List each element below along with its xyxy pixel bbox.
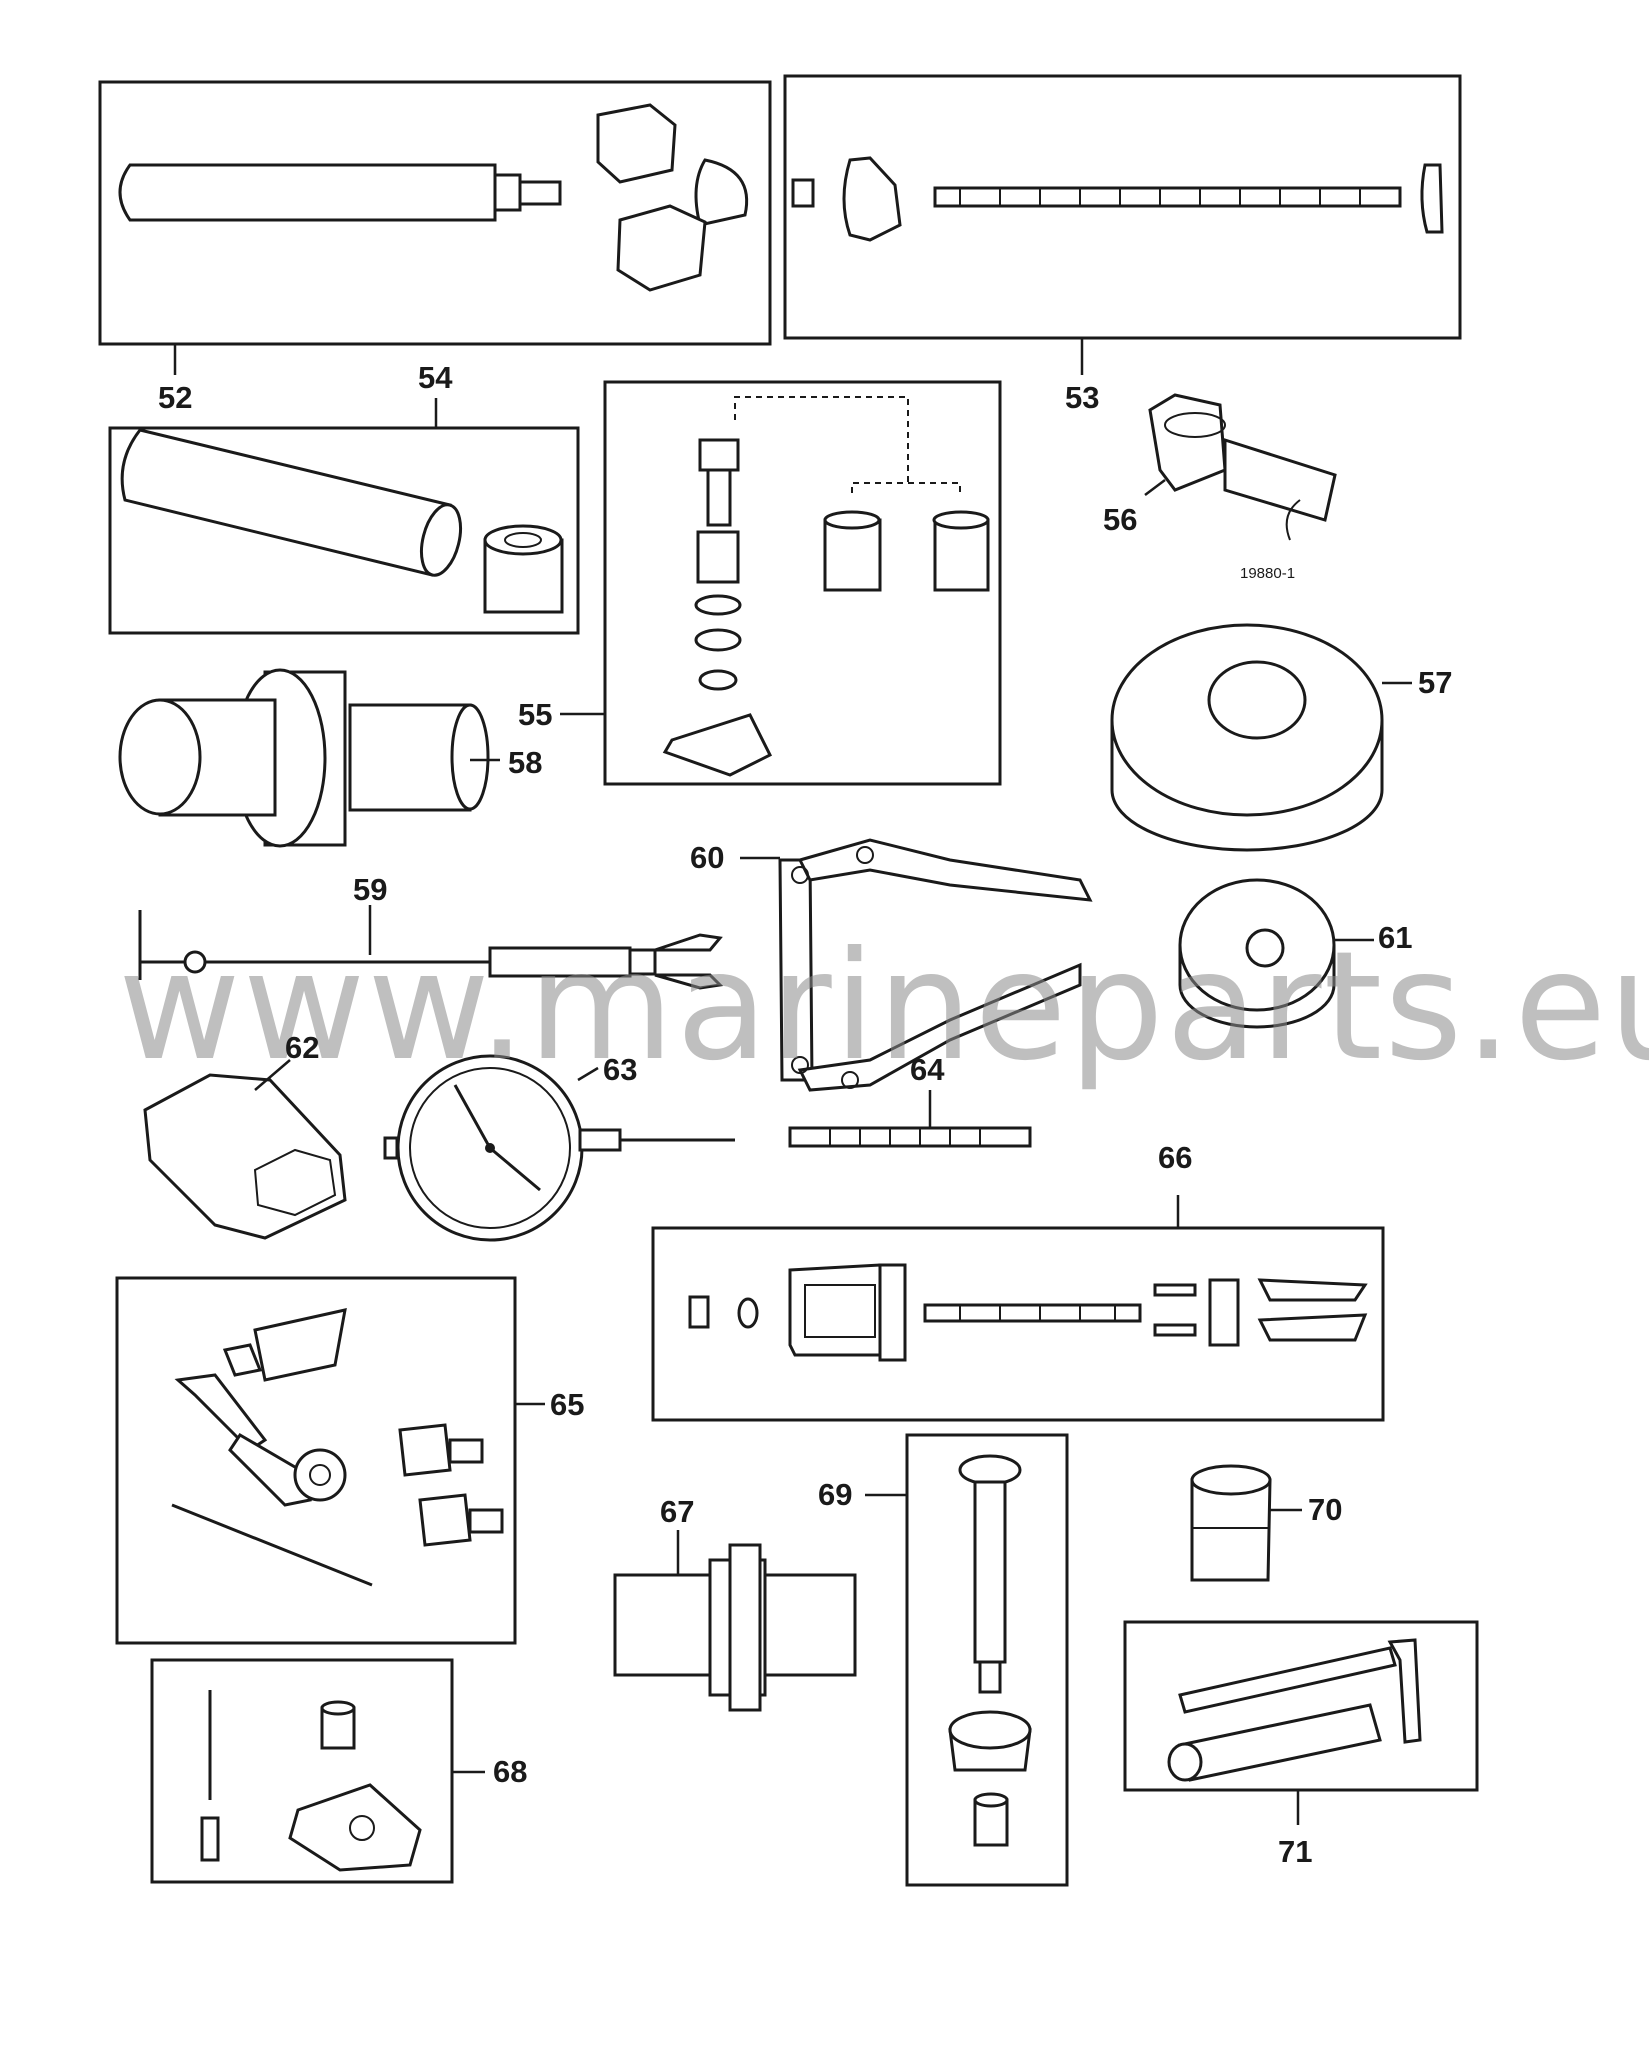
part-56 [1144, 393, 1337, 541]
callout-61: 61 [1378, 920, 1412, 955]
part-55 [560, 380, 1002, 786]
part-59 [138, 905, 724, 990]
callout-55: 55 [518, 697, 552, 732]
callout-62: 62 [285, 1030, 319, 1065]
callout-69: 69 [818, 1477, 852, 1512]
watermark-text: www.marineparts.eu [118, 920, 1649, 1094]
callout-58: 58 [508, 745, 542, 780]
part-70 [1190, 1464, 1302, 1582]
callout-71: 71 [1278, 1834, 1312, 1869]
callout-66: 66 [1158, 1140, 1192, 1175]
part-68 [150, 1658, 485, 1884]
box-71 [1123, 1620, 1479, 1792]
part-62 [143, 1059, 347, 1240]
part-63 [383, 1054, 735, 1242]
part-52 [98, 80, 772, 375]
callout-57: 57 [1418, 665, 1452, 700]
callout-52: 52 [158, 380, 192, 415]
callout-65: 65 [550, 1387, 584, 1422]
callout-54: 54 [418, 360, 453, 395]
part-58 [118, 668, 500, 848]
figure-code: 19880-1 [1240, 565, 1295, 582]
box-54 [108, 426, 580, 635]
callout-53: 53 [1065, 380, 1099, 415]
part-60 [740, 838, 1093, 1092]
callout-68: 68 [493, 1754, 527, 1789]
part-64 [788, 1090, 1032, 1148]
part-66 [651, 1195, 1385, 1422]
box-69 [905, 1433, 1069, 1887]
box-53 [783, 74, 1462, 340]
part-53 [783, 74, 1462, 375]
part-67 [613, 1530, 857, 1712]
callout-64: 64 [910, 1052, 945, 1087]
box-52 [98, 80, 772, 346]
callout-59: 59 [353, 872, 387, 907]
part-69 [865, 1433, 1069, 1887]
part-65 [115, 1276, 545, 1645]
part-54 [108, 398, 580, 635]
part-57 [1110, 623, 1412, 852]
callout-60: 60 [690, 840, 724, 875]
part-61 [1178, 878, 1374, 1029]
callout-67: 67 [660, 1494, 694, 1529]
callout-63: 63 [603, 1052, 637, 1087]
callout-70: 70 [1308, 1492, 1342, 1527]
box-66 [651, 1226, 1385, 1422]
callout-56: 56 [1103, 502, 1137, 537]
part-71 [1123, 1620, 1479, 1825]
box-65 [115, 1276, 517, 1645]
box-55 [603, 380, 1002, 786]
